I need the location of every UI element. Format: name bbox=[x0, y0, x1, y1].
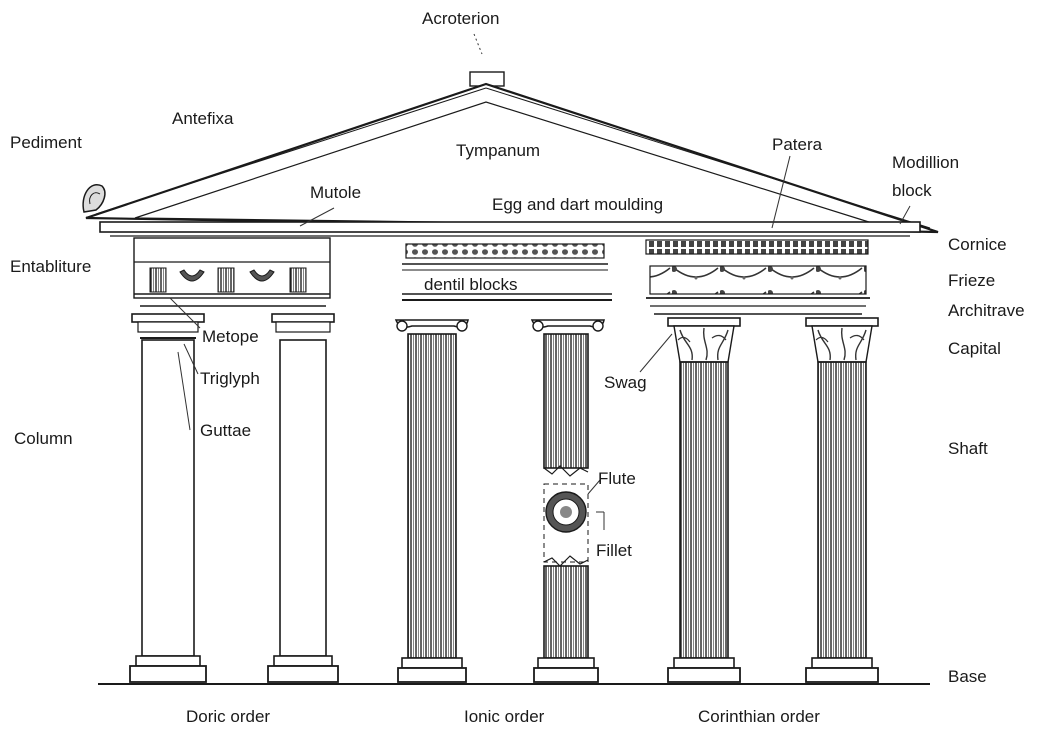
label-modillion-2: block bbox=[892, 181, 932, 200]
label-guttae: Guttae bbox=[200, 421, 251, 440]
ionic-shaft-1 bbox=[407, 333, 457, 659]
label-ionic-order: Ionic order bbox=[464, 707, 545, 726]
corinthian-shaft-1 bbox=[679, 361, 729, 659]
label-doric-order: Doric order bbox=[186, 707, 270, 726]
label-flute: Flute bbox=[598, 469, 636, 488]
label-cornice: Cornice bbox=[948, 235, 1007, 254]
labels: Acroterion Antefixa Pediment Tympanum Pa… bbox=[10, 9, 1025, 726]
ionic-shaft-2-upper bbox=[543, 333, 589, 469]
antefix-ornament bbox=[82, 183, 106, 213]
label-architrave: Architrave bbox=[948, 301, 1025, 320]
label-shaft: Shaft bbox=[948, 439, 988, 458]
doric-shaft-2 bbox=[279, 339, 327, 657]
label-antefixa: Antefixa bbox=[172, 109, 234, 128]
corinthian-shaft-2 bbox=[817, 361, 867, 659]
label-mutole: Mutole bbox=[310, 183, 361, 202]
entablature-group bbox=[99, 221, 921, 315]
label-acroterion: Acroterion bbox=[422, 9, 499, 28]
label-modillion-1: Modillion bbox=[892, 153, 959, 172]
label-triglyph: Triglyph bbox=[200, 369, 260, 388]
label-egg-and-dart: Egg and dart moulding bbox=[492, 195, 663, 214]
label-dentil-blocks: dentil blocks bbox=[424, 275, 518, 294]
label-column: Column bbox=[14, 429, 73, 448]
triglyphs bbox=[149, 267, 307, 293]
label-entablature: Entabliture bbox=[10, 257, 91, 276]
label-capital: Capital bbox=[948, 339, 1001, 358]
doric-shaft-1 bbox=[141, 339, 195, 657]
corinthian-dentils bbox=[645, 239, 869, 255]
doric-columns bbox=[129, 313, 339, 683]
label-swag: Swag bbox=[604, 373, 647, 392]
label-fillet: Fillet bbox=[596, 541, 632, 560]
leader-lines bbox=[169, 33, 911, 530]
ionic-columns bbox=[394, 319, 605, 683]
cornice-band bbox=[99, 221, 921, 233]
ionic-shaft-2-lower bbox=[543, 565, 589, 659]
corinthian-columns bbox=[667, 317, 879, 683]
label-frieze: Frieze bbox=[948, 271, 995, 290]
label-pediment: Pediment bbox=[10, 133, 82, 152]
label-metope: Metope bbox=[202, 327, 259, 346]
label-corinthian-order: Corinthian order bbox=[698, 707, 820, 726]
flute-cross-section bbox=[545, 491, 587, 533]
label-patera: Patera bbox=[772, 135, 823, 154]
label-tympanum: Tympanum bbox=[456, 141, 540, 160]
label-base: Base bbox=[948, 667, 987, 686]
ionic-egg-dart bbox=[405, 243, 605, 259]
corinthian-frieze bbox=[649, 265, 867, 295]
